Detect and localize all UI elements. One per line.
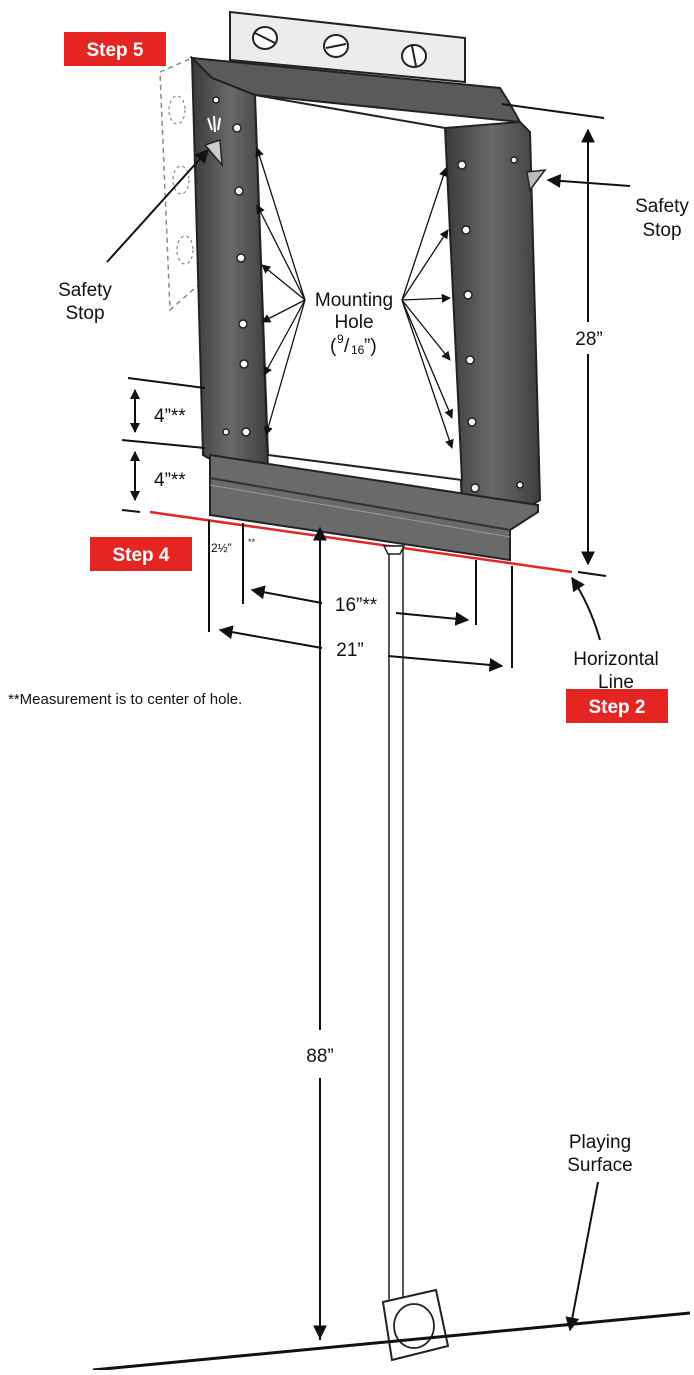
dimension-28 bbox=[501, 103, 607, 577]
measurement-note: **Measurement is to center of hole. bbox=[8, 691, 242, 708]
tape-measure-case bbox=[381, 1288, 450, 1362]
dimension-2-5 bbox=[208, 520, 244, 632]
svg-text:(: ( bbox=[330, 336, 337, 357]
svg-text:”): ”) bbox=[364, 336, 377, 357]
dimension-2-5-mark: ** bbox=[248, 537, 256, 547]
mounting-hole-label-line2: Hole bbox=[334, 312, 373, 333]
dimension-88-label: 88” bbox=[306, 1046, 333, 1067]
plate-bolt-right bbox=[401, 44, 427, 68]
step-4-badge: Step 4 bbox=[90, 537, 192, 571]
left-rail-holes bbox=[212, 96, 251, 437]
ghost-box-outline bbox=[159, 56, 203, 312]
safety-stop-left-tab bbox=[203, 115, 223, 168]
dimension-16 bbox=[250, 560, 477, 626]
top-mounting-plate bbox=[229, 10, 466, 84]
step-2-badge: Step 2 bbox=[566, 689, 668, 723]
mounting-hole-arrows bbox=[255, 147, 454, 449]
svg-text:16: 16 bbox=[351, 343, 365, 357]
safety-stop-left-label-line2: Stop bbox=[65, 303, 104, 324]
horizontal-line-label-line2: Line bbox=[598, 672, 634, 693]
horizontal-line-leader bbox=[571, 576, 601, 641]
mounting-bracket bbox=[189, 55, 542, 562]
measuring-tape bbox=[382, 545, 406, 1307]
playing-surface-label-line2: Surface bbox=[567, 1155, 632, 1176]
dimension-21 bbox=[218, 566, 513, 672]
dimension-4-upper bbox=[121, 377, 206, 449]
plate-bolt-left bbox=[252, 26, 278, 50]
dimension-4-lower bbox=[121, 451, 141, 513]
horizontal-line-label-line1: Horizontal bbox=[573, 649, 659, 670]
svg-text:Step 4: Step 4 bbox=[112, 545, 169, 566]
svg-text:/: / bbox=[344, 336, 350, 357]
safety-stop-right-label-line1: Safety bbox=[635, 196, 689, 217]
safety-stop-right-tab bbox=[526, 169, 547, 192]
horizontal-line bbox=[149, 510, 573, 574]
playing-surface-line bbox=[92, 1311, 691, 1372]
step-5-badge: Step 5 bbox=[64, 32, 166, 66]
svg-text:9: 9 bbox=[337, 332, 344, 346]
safety-stop-left-leader bbox=[106, 148, 209, 263]
svg-text:Step 5: Step 5 bbox=[86, 40, 143, 61]
plate-bolt-middle bbox=[323, 34, 349, 58]
right-rail-holes bbox=[457, 156, 524, 493]
svg-text:Step 2: Step 2 bbox=[588, 697, 645, 718]
safety-stop-left-label-line1: Safety bbox=[58, 280, 112, 301]
playing-surface-leader bbox=[565, 1181, 599, 1332]
dimension-4-lower-label: 4”** bbox=[154, 470, 186, 491]
dimension-2-5-label: 2½” bbox=[211, 541, 232, 555]
safety-stop-right-label-line2: Stop bbox=[642, 220, 681, 241]
dimension-4-upper-label: 4”** bbox=[154, 406, 186, 427]
dimension-16-label: 16”** bbox=[335, 595, 378, 616]
ghost-box-holes bbox=[168, 95, 194, 265]
dimension-28-label: 28” bbox=[575, 329, 602, 350]
playing-surface-label-line1: Playing bbox=[569, 1132, 631, 1153]
mounting-hole-size: ( 9 / 16 ”) bbox=[330, 332, 377, 357]
mounting-hole-label-line1: Mounting bbox=[315, 290, 393, 311]
dimension-21-label: 21” bbox=[336, 640, 363, 661]
